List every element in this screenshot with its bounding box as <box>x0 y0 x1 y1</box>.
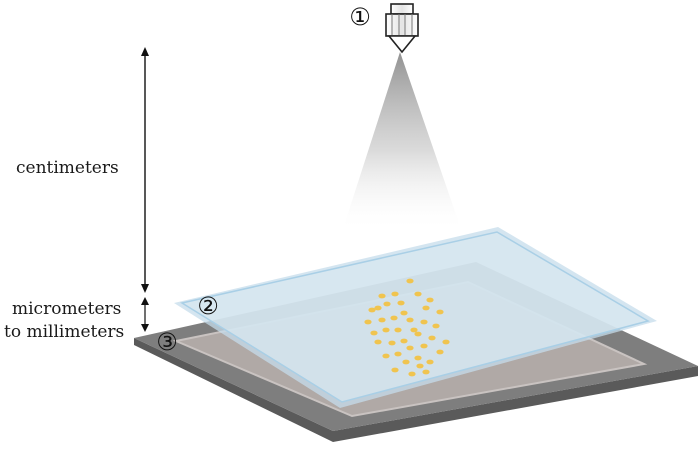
droplet <box>370 330 378 336</box>
droplet <box>378 293 386 299</box>
centimeters-label: centimeters <box>16 158 119 178</box>
droplet <box>428 335 436 341</box>
marker-top-sheet: ② <box>197 292 219 320</box>
droplet <box>394 351 402 357</box>
base-plate-front-edge <box>134 338 698 442</box>
droplet <box>414 355 422 361</box>
droplet <box>406 345 414 351</box>
droplet <box>383 301 391 307</box>
droplet <box>416 363 424 369</box>
droplet <box>422 369 430 375</box>
droplet <box>388 340 396 346</box>
droplet <box>390 315 398 321</box>
micrometers-arrow <box>141 297 149 332</box>
droplet <box>364 319 372 325</box>
spray-cone <box>342 52 462 232</box>
centimeters-arrow <box>141 47 149 293</box>
marker-base-plate: ③ <box>156 328 178 356</box>
micrometers-label: micrometers <box>12 299 122 319</box>
droplet <box>414 331 422 337</box>
droplet <box>382 327 390 333</box>
droplet <box>432 323 440 329</box>
droplet <box>426 297 434 303</box>
droplet <box>414 291 422 297</box>
droplet <box>410 327 418 333</box>
droplet <box>436 349 444 355</box>
droplet <box>382 353 390 359</box>
top-sheet <box>180 231 650 403</box>
droplet <box>436 309 444 315</box>
droplet <box>420 319 428 325</box>
droplet <box>374 339 382 345</box>
droplet <box>397 300 405 306</box>
droplet <box>406 278 414 284</box>
droplet <box>402 359 410 365</box>
droplet <box>391 367 399 373</box>
droplet <box>422 305 430 311</box>
droplet <box>394 327 402 333</box>
nozzle <box>385 3 419 54</box>
droplet <box>426 359 434 365</box>
droplet <box>442 339 450 345</box>
droplet-cluster <box>364 278 450 377</box>
droplet <box>391 291 399 297</box>
droplet <box>406 317 414 323</box>
droplet <box>408 371 416 377</box>
droplet <box>400 310 408 316</box>
droplet <box>374 305 382 311</box>
droplet <box>400 338 408 344</box>
droplet <box>420 343 428 349</box>
marker-nozzle: ① <box>349 3 371 31</box>
to-millimeters-label: to millimeters <box>4 322 125 342</box>
droplet <box>368 307 376 313</box>
droplet <box>378 317 386 323</box>
